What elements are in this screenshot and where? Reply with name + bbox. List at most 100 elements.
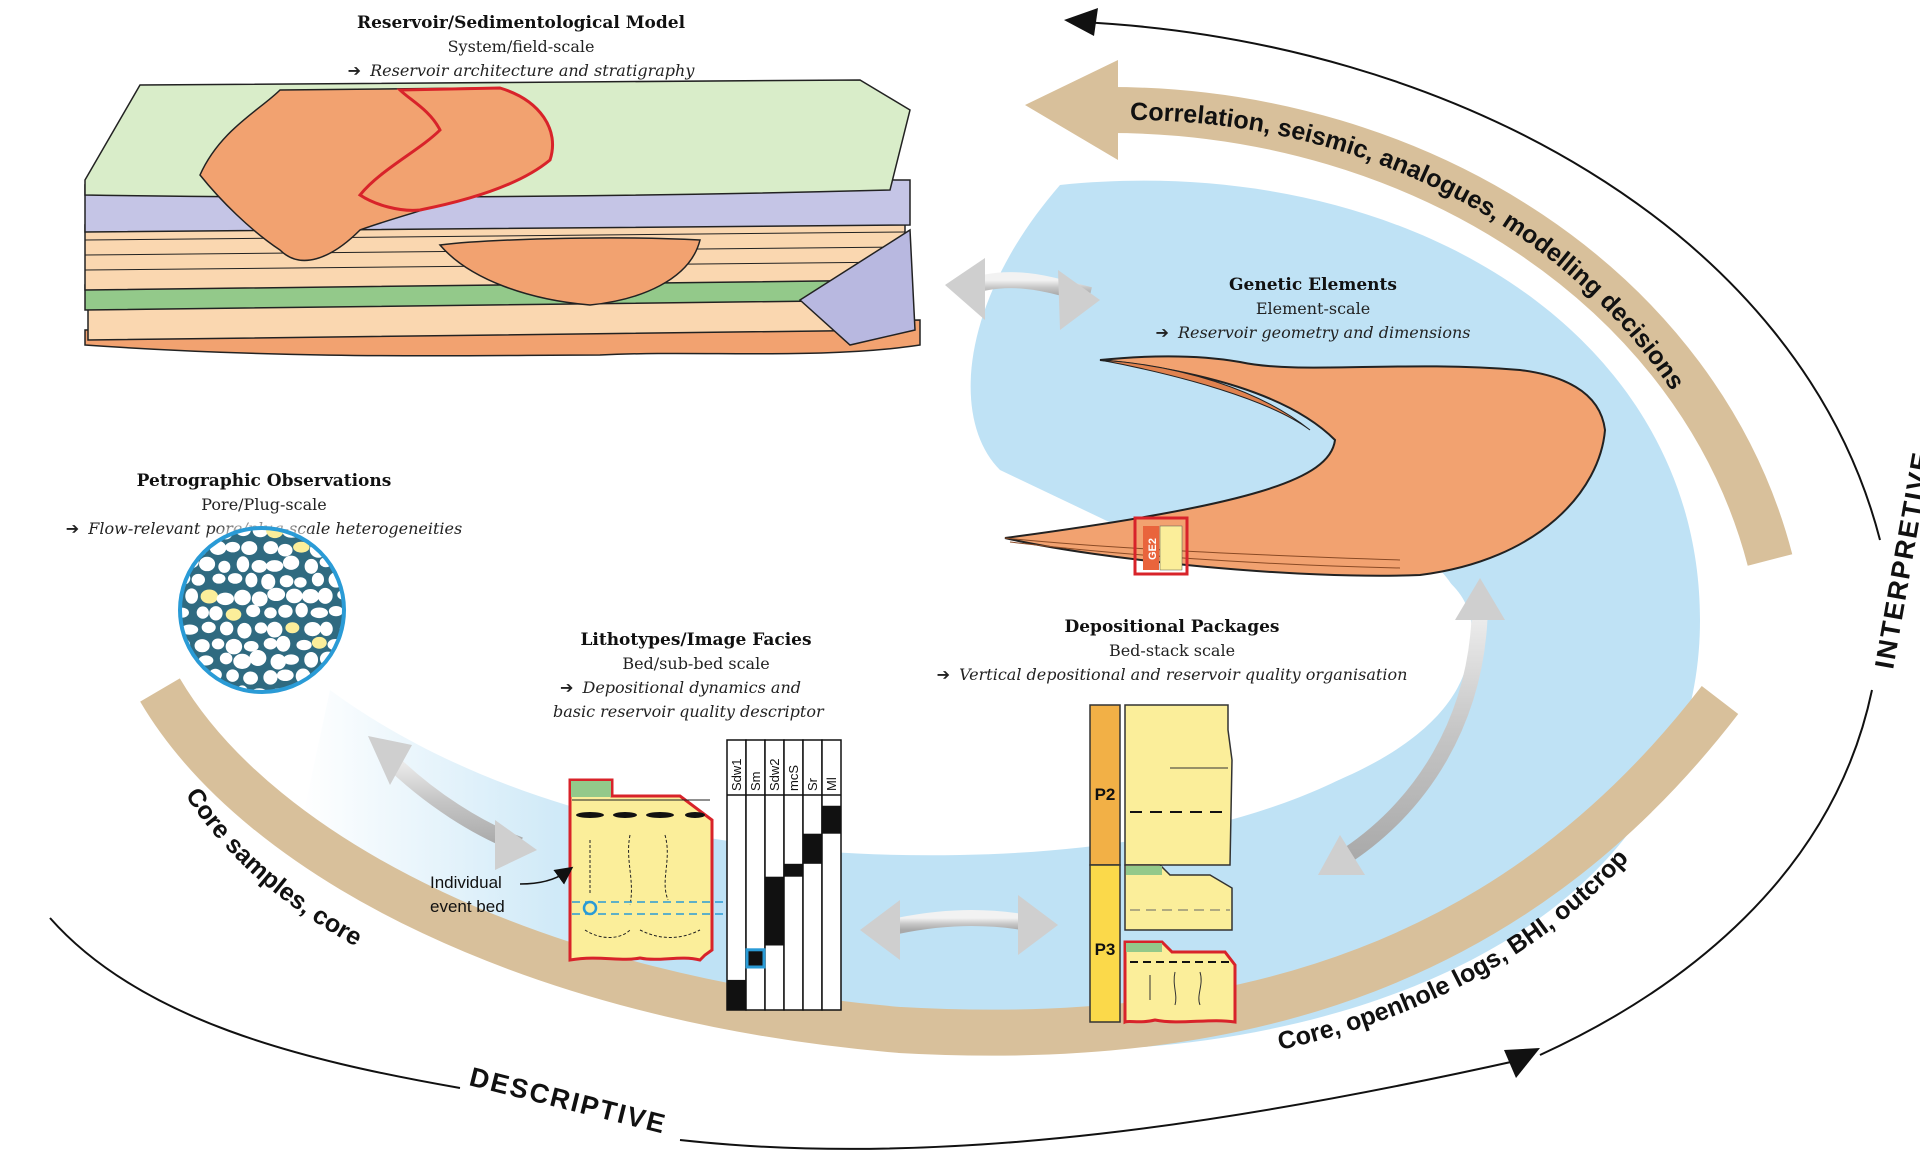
grain bbox=[226, 669, 239, 682]
grain bbox=[246, 604, 261, 618]
grain bbox=[219, 652, 233, 665]
grain bbox=[227, 573, 243, 584]
arrow-right-icon: ➔ bbox=[1155, 323, 1168, 342]
facies-occurrence bbox=[803, 833, 822, 864]
grain bbox=[245, 572, 258, 588]
arrow-right-icon: ➔ bbox=[560, 678, 573, 697]
genetic-elements-scale: Element-scale bbox=[1256, 299, 1370, 318]
grain bbox=[251, 559, 268, 573]
lithotypes-title: Lithotypes/Image Facies bbox=[580, 630, 811, 650]
grain bbox=[209, 606, 223, 621]
depositional-packages-scale: Bed-stack scale bbox=[1109, 641, 1235, 660]
grain bbox=[279, 575, 294, 588]
thin-section-circle bbox=[172, 520, 352, 700]
grain bbox=[319, 621, 333, 637]
grain bbox=[293, 541, 310, 553]
grain bbox=[328, 606, 344, 617]
grain bbox=[180, 539, 189, 556]
double-arrow-genetic-packages bbox=[1318, 578, 1505, 875]
grain bbox=[199, 556, 216, 572]
grain bbox=[285, 622, 300, 634]
grain bbox=[225, 638, 243, 655]
grain bbox=[191, 573, 206, 586]
grain bbox=[270, 654, 286, 670]
grain bbox=[283, 555, 300, 570]
grain bbox=[304, 621, 321, 637]
facies-occurrence bbox=[784, 863, 803, 877]
grain bbox=[243, 671, 258, 685]
grain bbox=[185, 588, 199, 604]
top-band bbox=[1109, 87, 1793, 566]
grain bbox=[243, 641, 259, 652]
grain bbox=[276, 669, 294, 682]
grain bbox=[236, 556, 250, 573]
ge2-tag: GE2 bbox=[1147, 538, 1159, 560]
grain bbox=[304, 558, 318, 574]
grain bbox=[310, 607, 328, 619]
facies-column-label: mcS bbox=[786, 765, 801, 791]
facies-column-label: Sdw2 bbox=[767, 758, 782, 791]
grain bbox=[311, 636, 327, 649]
interpretive-arc-lower bbox=[1539, 689, 1873, 1056]
grain bbox=[211, 638, 225, 650]
grain bbox=[241, 541, 258, 556]
annotation-pointer-arrow bbox=[519, 866, 574, 885]
genetic-elements-description: ➔ Reservoir geometry and dimensions bbox=[1155, 323, 1470, 342]
grain bbox=[200, 589, 219, 604]
grain bbox=[263, 670, 278, 685]
grain bbox=[180, 668, 189, 682]
descriptive-label: DESCRIPTIVE bbox=[467, 1062, 670, 1140]
grain bbox=[194, 639, 210, 653]
arrow-right-icon: ➔ bbox=[937, 665, 950, 684]
grain bbox=[198, 655, 214, 666]
grain bbox=[331, 670, 344, 685]
petrographic-scale: Pore/Plug-scale bbox=[201, 495, 326, 514]
grain bbox=[201, 621, 216, 634]
double-arrow-model-genetic bbox=[945, 258, 1100, 330]
event-bed-annotation-line1: Individual bbox=[430, 873, 502, 892]
grain bbox=[181, 624, 199, 635]
grain bbox=[294, 577, 307, 588]
depositional-packages-title: Depositional Packages bbox=[1065, 617, 1280, 637]
grain bbox=[201, 685, 214, 692]
grain bbox=[249, 650, 267, 666]
grain bbox=[252, 528, 269, 538]
double-arrow-litho-packages bbox=[860, 895, 1058, 960]
facies-occurrence bbox=[822, 805, 841, 834]
grain bbox=[304, 652, 319, 668]
grain bbox=[286, 588, 303, 604]
grain bbox=[234, 589, 251, 606]
bottom-band bbox=[140, 678, 1739, 1056]
grain bbox=[261, 573, 276, 590]
lithotypes-scale: Bed/sub-bed scale bbox=[622, 654, 769, 673]
grain bbox=[296, 639, 312, 651]
grain bbox=[277, 543, 293, 557]
grain bbox=[263, 637, 278, 650]
core-log-sketch bbox=[568, 778, 830, 962]
grain bbox=[219, 621, 234, 636]
event-bed-highlight bbox=[745, 948, 766, 969]
arrowhead-bottom-icon bbox=[1504, 1048, 1540, 1078]
grain bbox=[264, 607, 277, 619]
grain bbox=[317, 587, 333, 604]
grain bbox=[212, 573, 226, 584]
interpretive-arc bbox=[1079, 21, 1881, 541]
genetic-element-lobe: GE2 bbox=[1004, 355, 1607, 577]
reservoir-model-description: ➔ Reservoir architecture and stratigraph… bbox=[348, 61, 696, 80]
grain bbox=[263, 541, 279, 555]
facies-occurrence bbox=[746, 949, 765, 967]
grain bbox=[283, 654, 299, 665]
grain bbox=[278, 604, 293, 618]
arrow-right-icon: ➔ bbox=[66, 519, 79, 538]
grain bbox=[311, 572, 325, 587]
grain bbox=[266, 621, 283, 638]
grain bbox=[267, 587, 286, 602]
descriptive-arc bbox=[49, 917, 461, 1089]
grain bbox=[301, 589, 320, 604]
top-band-arrowhead-icon bbox=[1025, 60, 1118, 160]
facies-occurrence bbox=[727, 979, 746, 1010]
reservoir-model-scale: System/field-scale bbox=[448, 37, 595, 56]
grain bbox=[196, 606, 209, 619]
